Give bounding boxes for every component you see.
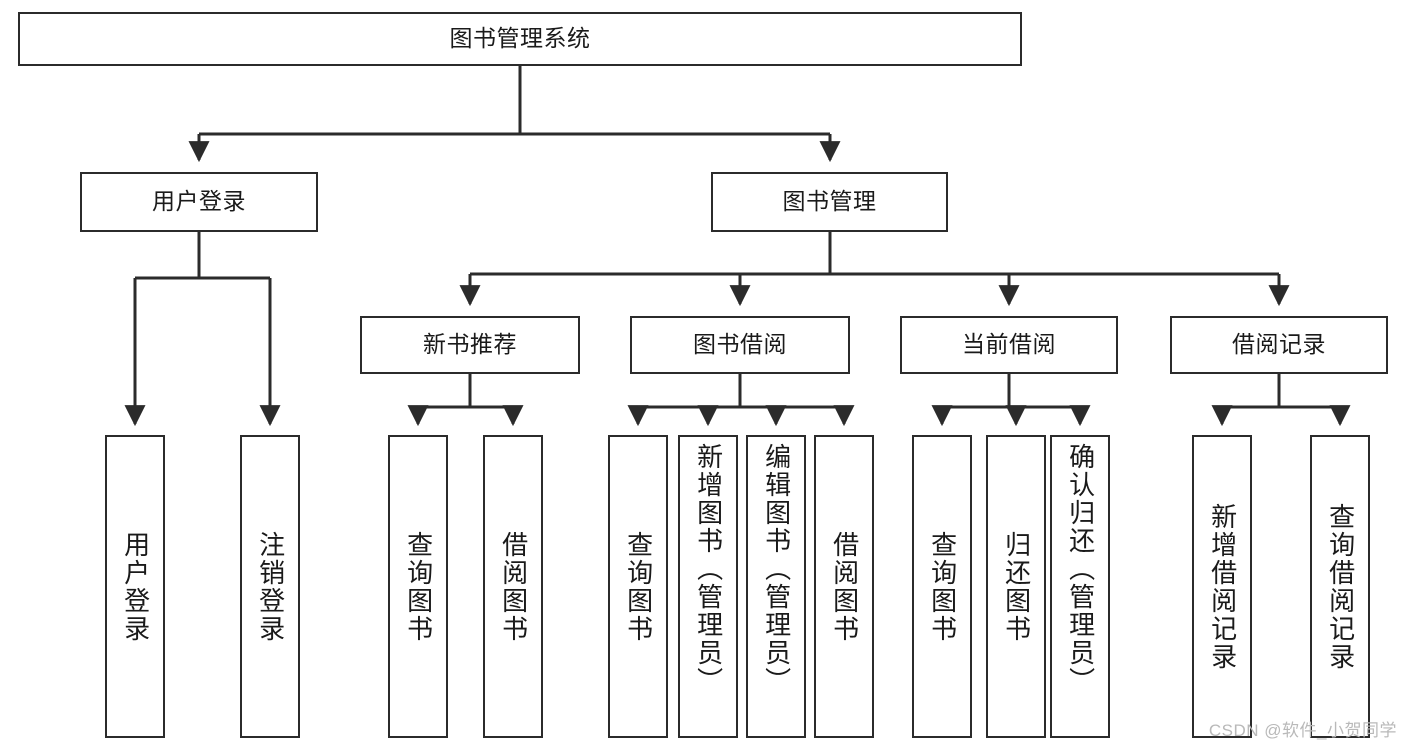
node-leaf-borrow-book-rec[interactable]: 借阅图书	[483, 435, 543, 738]
node-leaf-edit-book-admin-label: 编辑图书（管理员）	[761, 443, 792, 695]
node-leaf-logout-label: 注销登录	[255, 530, 286, 643]
node-borrow-record-label: 借阅记录	[1232, 331, 1326, 358]
node-new-book-recommend-label: 新书推荐	[423, 331, 517, 358]
node-leaf-add-borrow-record[interactable]: 新增借阅记录	[1192, 435, 1252, 738]
node-leaf-add-book-admin[interactable]: 新增图书（管理员）	[678, 435, 738, 738]
node-root-label: 图书管理系统	[449, 25, 591, 52]
node-root[interactable]: 图书管理系统	[18, 12, 1022, 66]
node-book-borrow-label: 图书借阅	[693, 331, 787, 358]
node-leaf-user-login[interactable]: 用户登录	[105, 435, 165, 738]
node-leaf-edit-book-admin[interactable]: 编辑图书（管理员）	[746, 435, 806, 738]
node-current-borrow-label: 当前借阅	[962, 331, 1056, 358]
node-leaf-query-borrow-record-label: 查询借阅记录	[1325, 502, 1356, 671]
node-book-manage[interactable]: 图书管理	[711, 172, 948, 232]
node-leaf-borrow-book[interactable]: 借阅图书	[814, 435, 874, 738]
node-book-manage-label: 图书管理	[782, 188, 877, 215]
node-user-login[interactable]: 用户登录	[80, 172, 318, 232]
node-current-borrow[interactable]: 当前借阅	[900, 316, 1118, 374]
node-book-borrow[interactable]: 图书借阅	[630, 316, 850, 374]
node-leaf-borrow-book-label: 借阅图书	[829, 530, 860, 643]
node-leaf-add-borrow-record-label: 新增借阅记录	[1207, 502, 1238, 671]
node-leaf-borrow-book-rec-label: 借阅图书	[498, 530, 529, 643]
node-leaf-logout[interactable]: 注销登录	[240, 435, 300, 738]
node-leaf-query-book-borrow[interactable]: 查询图书	[608, 435, 668, 738]
node-leaf-add-book-admin-label: 新增图书（管理员）	[693, 443, 724, 695]
node-borrow-record[interactable]: 借阅记录	[1170, 316, 1388, 374]
node-leaf-confirm-return-admin[interactable]: 确认归还（管理员）	[1050, 435, 1110, 738]
node-leaf-query-book-current[interactable]: 查询图书	[912, 435, 972, 738]
node-leaf-query-borrow-record[interactable]: 查询借阅记录	[1310, 435, 1370, 738]
node-leaf-return-book[interactable]: 归还图书	[986, 435, 1046, 738]
node-leaf-query-book-rec-label: 查询图书	[403, 530, 434, 643]
node-leaf-query-book-current-label: 查询图书	[927, 530, 958, 643]
node-user-login-label: 用户登录	[152, 188, 246, 215]
node-leaf-confirm-return-admin-label: 确认归还（管理员）	[1065, 443, 1096, 695]
node-new-book-recommend[interactable]: 新书推荐	[360, 316, 580, 374]
node-leaf-user-login-label: 用户登录	[120, 530, 151, 643]
csdn-watermark: CSDN @软件_小贺同学	[1208, 721, 1397, 740]
node-leaf-return-book-label: 归还图书	[1001, 530, 1032, 643]
node-leaf-query-book-rec[interactable]: 查询图书	[388, 435, 448, 738]
node-leaf-query-book-borrow-label: 查询图书	[623, 530, 654, 643]
